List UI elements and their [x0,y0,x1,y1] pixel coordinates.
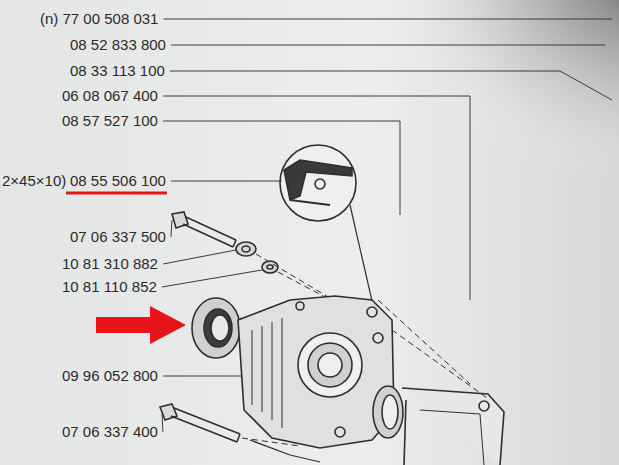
seal-ring [192,298,240,358]
part-number: (n) 77 00 508 031 [40,10,158,28]
part-number: 06 08 067 400 [62,87,158,105]
leader-line [163,376,242,377]
highlight-arrow [96,306,186,344]
leader-line [162,414,164,432]
leader-line [163,96,470,300]
housing [238,296,394,462]
dimension-note: 2×45×10) [2,172,66,190]
part-number: 07 06 337 500 [70,228,166,246]
leader-line [171,220,172,237]
detail-circle [280,145,356,221]
leader-line [171,45,605,46]
part-number: 08 55 506 100 [70,172,166,190]
part-number: 10 81 110 852 [62,278,157,296]
leader-line [162,270,262,287]
washer [236,242,256,256]
leader-line [163,250,236,264]
part-number: 10 81 310 882 [62,255,158,273]
seal-section [284,160,352,200]
seal-ring [373,386,403,438]
part-number: 08 33 113 100 [70,62,165,80]
part-number: 09 96 052 800 [62,367,158,385]
leader-line [171,181,282,182]
part-number: 08 52 833 800 [70,36,166,54]
bolt [160,404,240,442]
leader-line [163,19,612,20]
washer [262,261,278,273]
red-underline [66,192,167,195]
part-number: 07 06 337 400 [62,423,158,441]
seal-spring [315,179,325,189]
leader-line [163,121,400,215]
gasket [402,388,504,465]
part-number: 08 57 527 100 [62,112,158,130]
bolt [172,212,236,247]
